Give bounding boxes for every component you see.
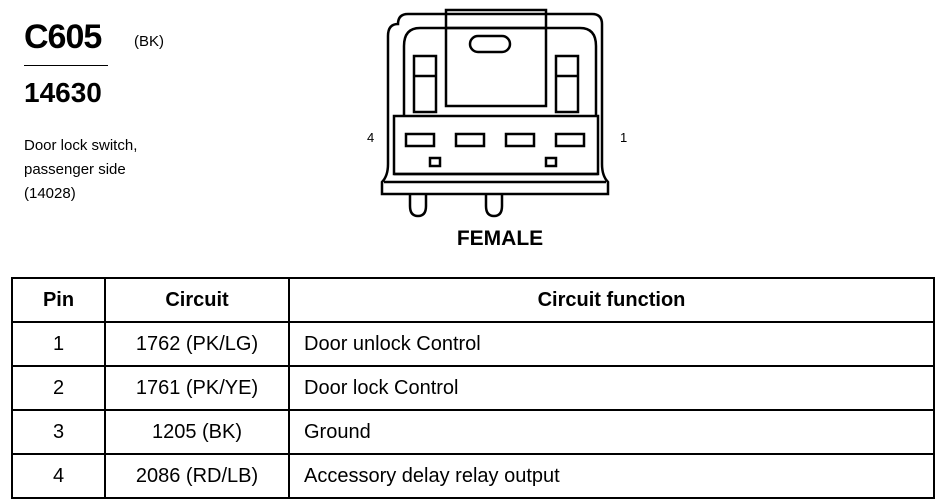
table-row: 3 1205 (BK) Ground: [11, 409, 935, 455]
latch-slot: [468, 34, 512, 54]
left-latch-tab: [412, 54, 438, 114]
polarity-key: [428, 156, 442, 168]
table-row: 1 1762 (PK/LG) Door unlock Control: [11, 321, 935, 367]
terminal-cavity: [404, 132, 436, 148]
circuit-cell: 1205 (BK): [104, 409, 290, 455]
description-line: passenger side: [24, 161, 126, 178]
color-code: (BK): [134, 33, 164, 50]
header-circuit: Circuit: [104, 277, 290, 323]
mounting-leg: [484, 194, 504, 218]
mounting-leg: [408, 194, 428, 218]
table-header-row: Pin Circuit Circuit function: [11, 277, 935, 323]
pin-cell: 2: [11, 365, 106, 411]
description-line: (14028): [24, 185, 76, 202]
pin-cell: 3: [11, 409, 106, 455]
housing-outline: [380, 12, 610, 196]
right-latch-tab: [554, 54, 580, 114]
header-circuit-function: Circuit function: [288, 277, 935, 323]
polarity-key: [544, 156, 558, 168]
function-cell: Door unlock Control: [288, 321, 935, 367]
pin-label-left: 4: [367, 130, 375, 145]
pinout-table: Pin Circuit Circuit function 1 1762 (PK/…: [11, 277, 935, 499]
pin-cell: 1: [11, 321, 106, 367]
pin-cell: 4: [11, 453, 106, 499]
header-pin: Pin: [11, 277, 106, 323]
terminal-cavity: [504, 132, 536, 148]
connector-id: C605: [24, 18, 102, 56]
latch-block: [444, 8, 548, 108]
function-cell: Door lock Control: [288, 365, 935, 411]
part-number: 14630: [24, 77, 102, 108]
divider-rule: [24, 65, 108, 66]
function-cell: Ground: [288, 409, 935, 455]
circuit-cell: 1762 (PK/LG): [104, 321, 290, 367]
pin-label-right: 1: [620, 130, 628, 145]
function-cell: Accessory delay relay output: [288, 453, 935, 499]
terminal-cavity: [454, 132, 486, 148]
circuit-cell: 1761 (PK/YE): [104, 365, 290, 411]
housing-inner: [402, 26, 598, 116]
terminal-cavity: [554, 132, 586, 148]
table-row: 2 1761 (PK/YE) Door lock Control: [11, 365, 935, 411]
circuit-cell: 2086 (RD/LB): [104, 453, 290, 499]
connector-description: Door lock switch, passenger side (14028): [24, 134, 137, 206]
table-row: 4 2086 (RD/LB) Accessory delay relay out…: [11, 453, 935, 499]
description-line: Door lock switch,: [24, 137, 138, 154]
gender-label: FEMALE: [456, 227, 544, 250]
connector-face-diagram: [380, 8, 610, 218]
